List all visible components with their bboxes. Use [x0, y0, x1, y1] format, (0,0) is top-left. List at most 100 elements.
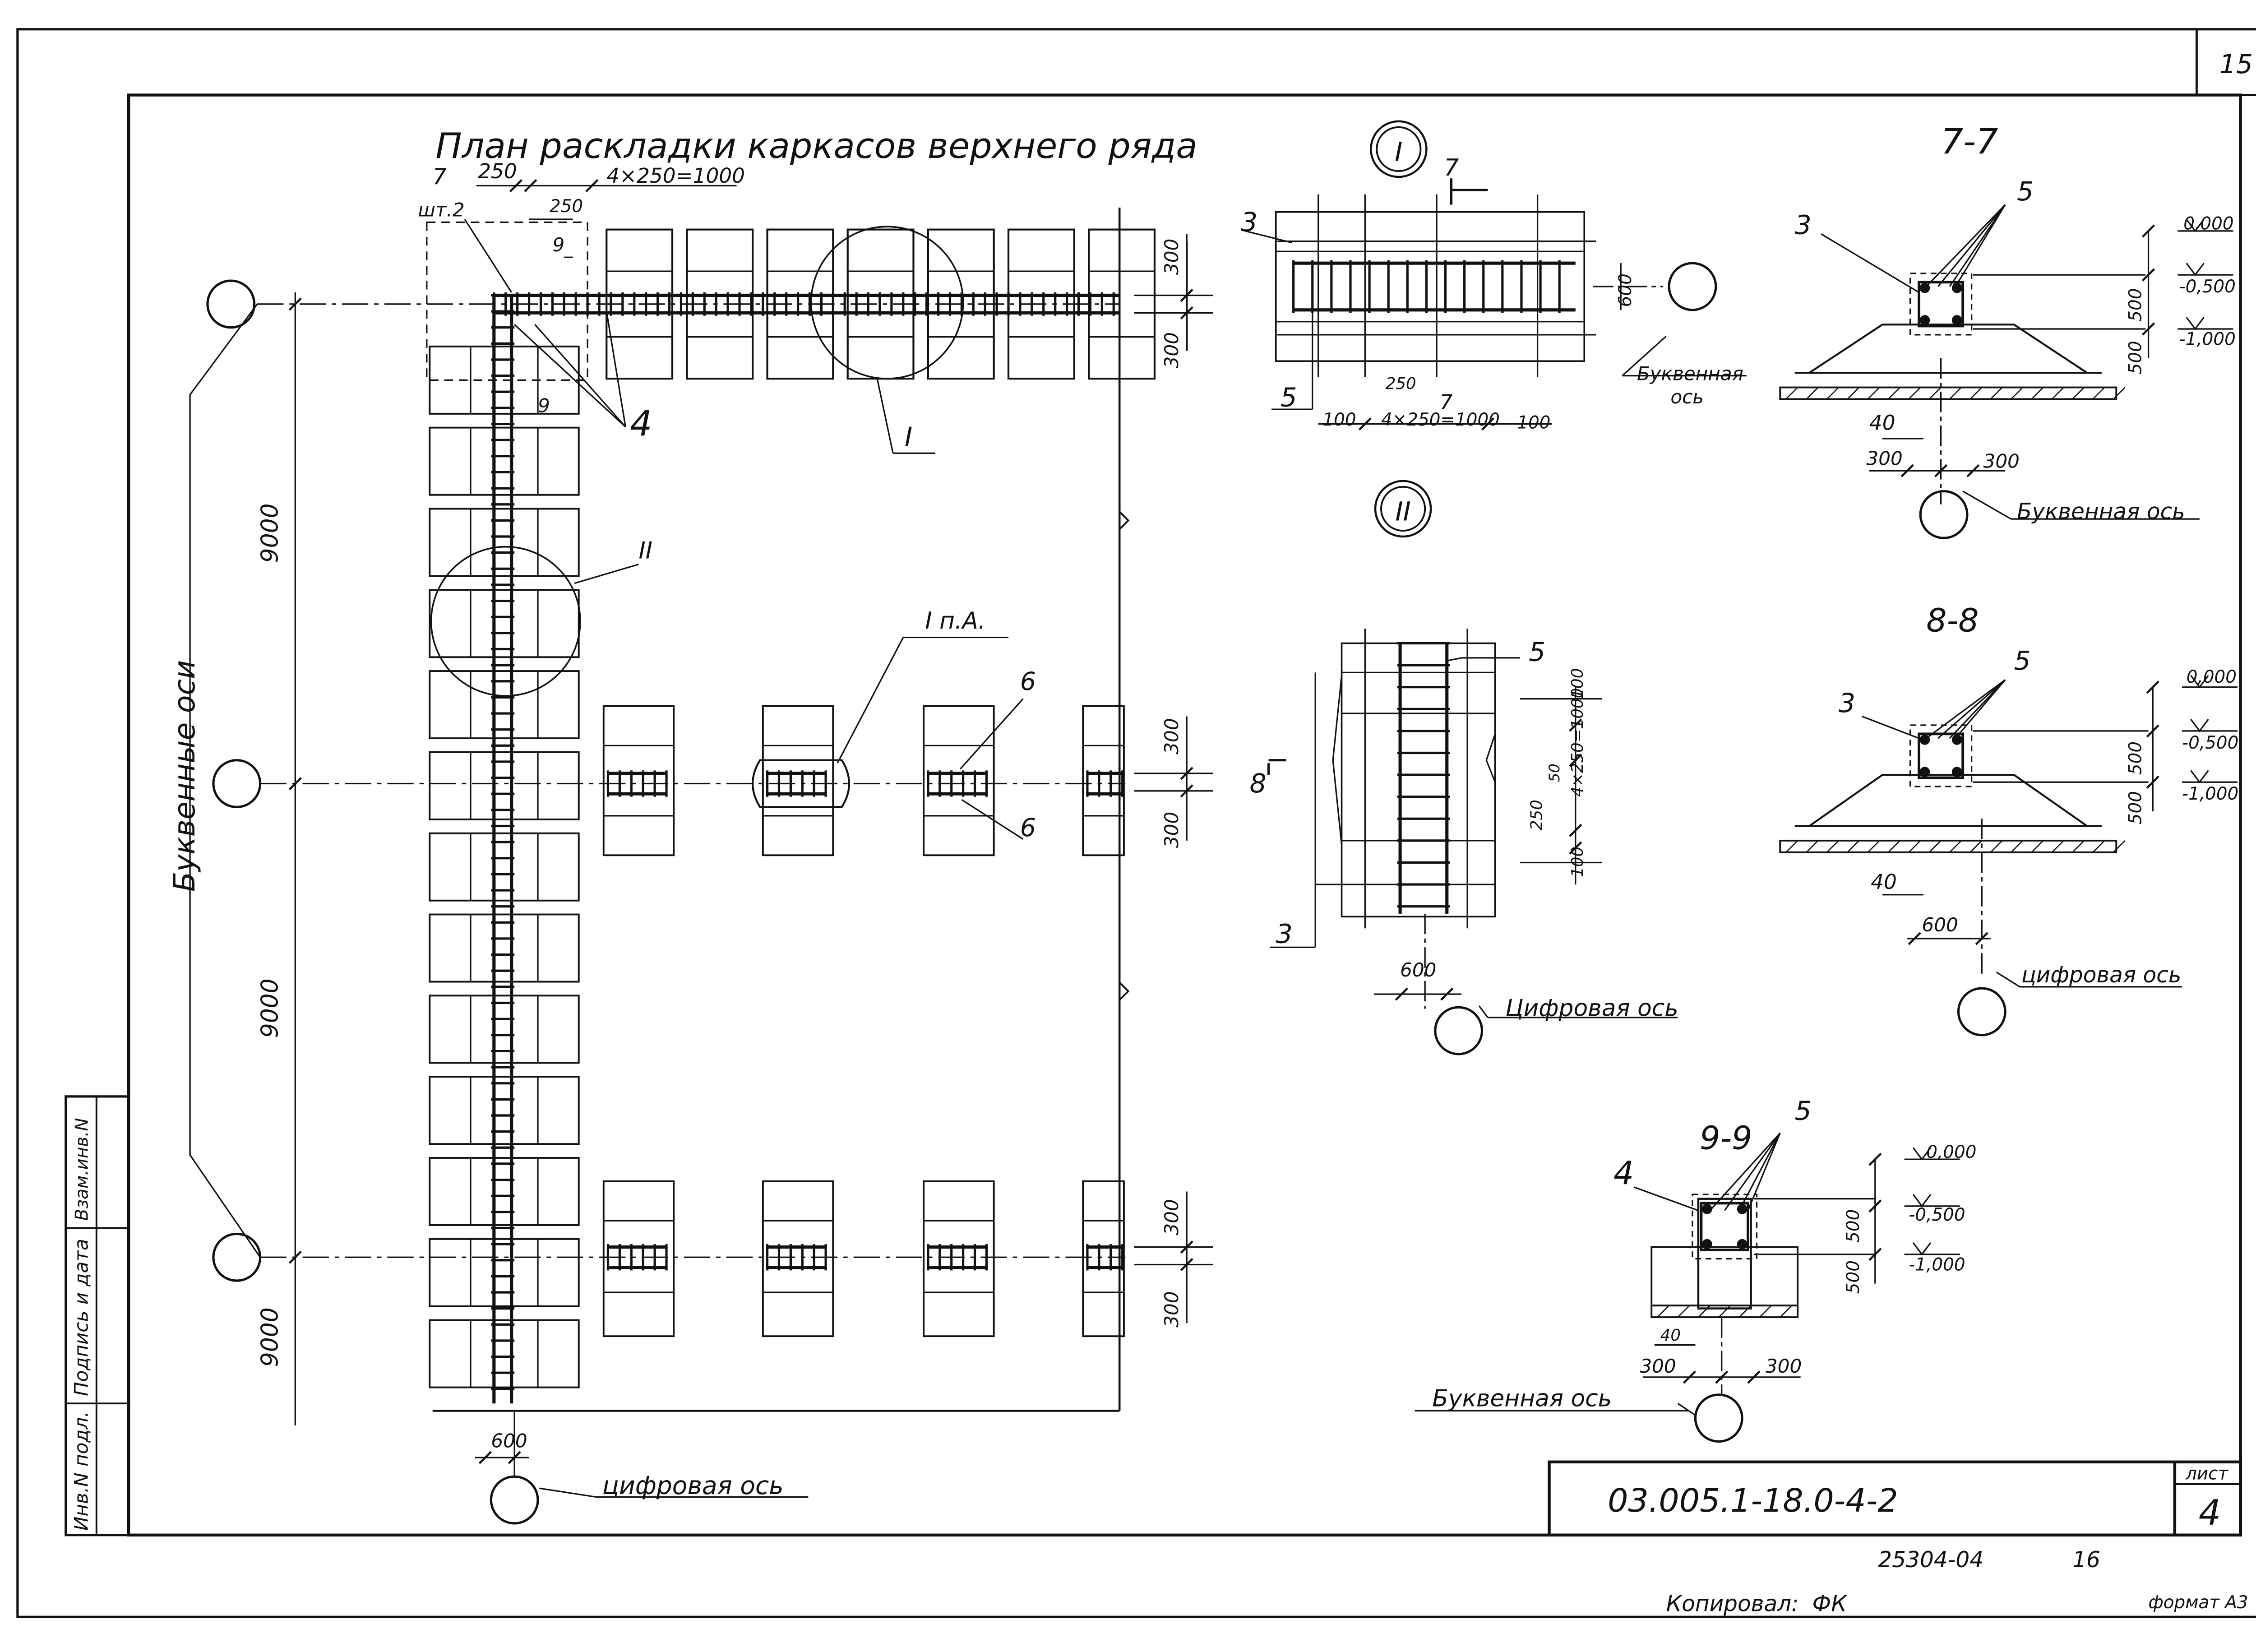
node2-label-outer-circle: [1374, 480, 1432, 538]
node2-dim-tick: [1569, 824, 1582, 837]
plan-dim-300-5: 300: [1160, 1199, 1183, 1235]
sec99-dim-500a: 500: [1843, 1209, 1863, 1243]
sec99-level-arrow: [1912, 1194, 1932, 1208]
break-mark: [1119, 981, 1130, 1001]
dim-tick: [478, 1451, 492, 1464]
plan-axis-group-label: Буквенные оси: [168, 660, 202, 892]
section-8-8: [1779, 675, 2238, 1037]
sec77-pos-5: 5: [2017, 176, 2034, 207]
sec88-hatch: [2051, 840, 2064, 853]
node1-dim-600: 600: [1615, 273, 1636, 307]
sec99-rebar: [1701, 1239, 1712, 1249]
sec88-hatch: [2072, 840, 2085, 853]
bottom-row-block: [923, 1180, 995, 1337]
sec99-leader-5: [1738, 1133, 1781, 1211]
list-number: 4: [2199, 1493, 2221, 1533]
sec88-hatch: [2113, 840, 2126, 853]
sec99-leader-5: [1724, 1132, 1781, 1211]
stamp-sign-date: Подпись и дата: [70, 1239, 92, 1396]
section-7-7: [1779, 204, 2233, 539]
node2-dim-tick: [1569, 841, 1582, 855]
left-column-block: [429, 508, 580, 577]
sec99-hatch: [1780, 1305, 1793, 1318]
top-row-block: [1088, 228, 1156, 380]
right-dim-tick: [1180, 1258, 1193, 1272]
leader-4: [606, 311, 626, 427]
sec88-leader-5: [1949, 679, 2006, 739]
middle-row-block: [923, 705, 995, 856]
sec99-dim-tick: [1683, 1370, 1697, 1384]
sec88-level-tick: [2146, 680, 2159, 694]
sec99-dim-500b: 500: [1843, 1260, 1863, 1294]
leader-4: [534, 324, 626, 428]
leader-I-pa: [837, 637, 904, 764]
sec99-level-0: 0,000: [1926, 1142, 1976, 1162]
sec88-leader-5: [1926, 679, 2006, 739]
node1-dim-100a: 100: [1322, 410, 1356, 430]
node1-pos-5: 5: [1281, 382, 1297, 413]
list-label: лист: [2185, 1464, 2228, 1484]
sec77-axis: Буквенная ось: [2017, 499, 2185, 524]
sec88-level-0: 0,000: [2187, 667, 2237, 687]
left-column-block: [429, 1238, 580, 1307]
sec77-hatch: [2072, 387, 2085, 400]
stamp-inv-podl: Инв.N подл.: [70, 1411, 92, 1531]
node1-dim-tick: [1358, 417, 1372, 431]
sec99-dim-300b: 300: [1766, 1355, 1802, 1377]
node2-label-inner-circle: [1380, 486, 1426, 532]
sec77-hatch: [1888, 387, 1900, 400]
sec77-hatch: [2031, 387, 2044, 400]
sec77-rebar: [1919, 315, 1930, 325]
sec88-hatch: [1949, 840, 1962, 853]
plan-axis-digit: цифровая ось: [602, 1471, 784, 1500]
sec99-pos-4: 4: [1613, 1154, 1634, 1192]
plan-mark-9a: 9: [552, 234, 564, 256]
sec99-level-tick: [1868, 1199, 1882, 1213]
sec77-hatch: [1847, 387, 1860, 400]
left-column-block: [429, 345, 580, 415]
callout-circle-I: [810, 226, 964, 379]
node1-dim-4x250: 4×250=1000: [1381, 410, 1500, 430]
copied-signature: ФК: [1812, 1591, 1848, 1616]
letter-axis-bubble-1: [206, 279, 256, 329]
span-dim-tick: [288, 1250, 302, 1264]
node1-pos-3: 3: [1241, 207, 1257, 237]
node2-axis-leader: [1478, 1005, 1489, 1018]
plan-callout-I-pa: I п.А.: [925, 607, 985, 634]
node2-dim-250: 250: [1527, 800, 1546, 830]
node1-axis-bubble: [1668, 262, 1717, 311]
sec99-leader-4: [1633, 1186, 1699, 1212]
middle-row-block: [1082, 705, 1125, 856]
top-dim-tick: [524, 179, 537, 193]
sec88-level-tick: [2146, 724, 2159, 738]
sec88-leader-5: [1937, 679, 2006, 739]
left-column-block: [429, 832, 580, 902]
sec77-hatch: [1806, 387, 1819, 400]
sec77-hatch: [1908, 387, 1921, 400]
node2-pos-3: 3: [1276, 919, 1293, 949]
sec88-beam-outline: [1909, 724, 1973, 787]
left-column-block: [429, 670, 580, 740]
sec88-hatch: [1888, 840, 1900, 853]
plan-dim-300-2: 300: [1160, 332, 1183, 368]
right-dim-tick: [1180, 767, 1193, 780]
sec77-pos-3: 3: [1795, 209, 1812, 240]
letter-axis-bubble-3: [212, 1232, 262, 1282]
sec99-title: 9-9: [1700, 1119, 1752, 1157]
sec88-axis-leader: [1996, 972, 2020, 988]
node2-leader-5: [1447, 657, 1462, 662]
digit-axis-bubble: [490, 1475, 539, 1525]
right-dim-tick: [1180, 306, 1193, 319]
format-label: формат А3: [2149, 1592, 2248, 1613]
top-row-block: [927, 228, 995, 380]
sec88-footing-slope: [1808, 774, 2088, 827]
node2-axis: Цифровая ось: [1505, 995, 1678, 1022]
sec88-dim-600: 600: [1922, 914, 1958, 936]
sec99-leader-5: [1709, 1132, 1781, 1211]
sec88-hatch: [1806, 840, 1819, 853]
leader-6a: [959, 698, 1024, 770]
sec99-level-1: -0,500: [1909, 1205, 1965, 1225]
callout-circle-II: [430, 546, 581, 697]
plan-dim-300-1: 300: [1160, 239, 1183, 275]
plan-callout-II: II: [639, 537, 653, 565]
